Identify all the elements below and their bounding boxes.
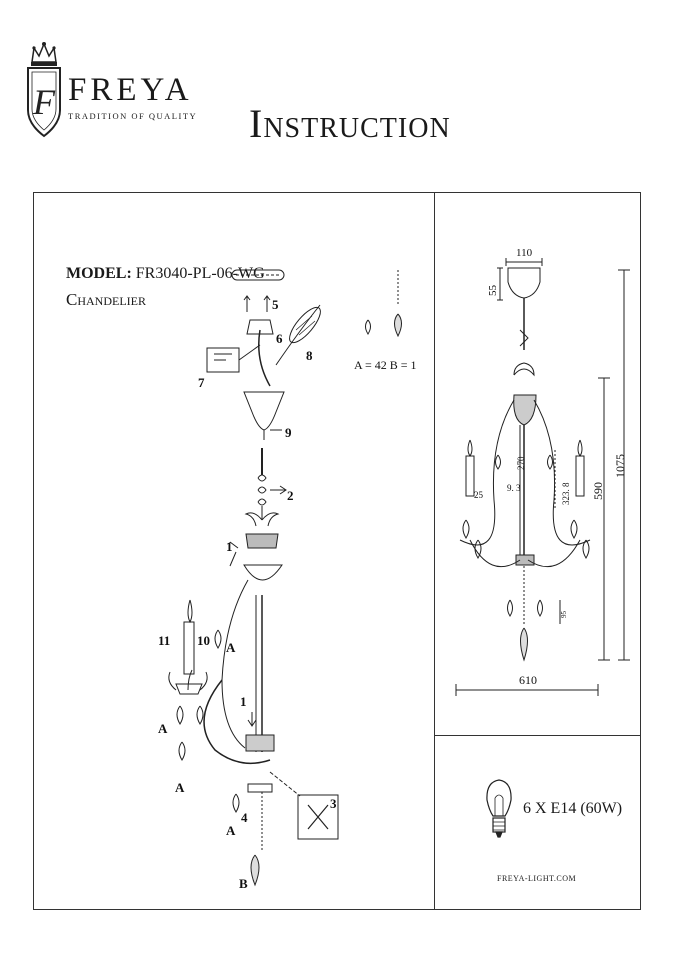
part-label-a: A: [175, 780, 185, 795]
step-number: 1: [240, 694, 247, 709]
dim-canopy-width: 110: [516, 247, 533, 259]
part-label-a: A: [158, 721, 168, 736]
step-number: 8: [306, 348, 313, 363]
step-number: 11: [158, 633, 170, 648]
step-number: 7: [198, 375, 205, 390]
dim-canopy-height: 55: [487, 285, 499, 297]
instruction-frame: [33, 192, 641, 910]
step-number: 1: [226, 539, 233, 554]
dim-arm-height: 323. 8: [561, 482, 571, 505]
dim-arm-offset: 9. 3: [507, 483, 521, 493]
mounting-screws: [243, 295, 271, 312]
dimension-drawing: 110 55 270 323. 8 9. 3 25 95 590 1075 61…: [455, 247, 630, 696]
panel-divider-horizontal: [434, 735, 641, 736]
step-number: 6: [276, 331, 283, 346]
document-title: Instruction: [249, 101, 451, 146]
bulb-spec: 6 X E14 (60W): [523, 800, 623, 817]
model-label: MODEL:: [66, 265, 132, 282]
step-number: 9: [285, 425, 292, 440]
freya-crest-logo: F: [27, 42, 61, 138]
dim-pendant-height: 95: [560, 611, 568, 619]
dim-body-height: 270: [516, 456, 526, 470]
pendant-crystals: [176, 629, 260, 887]
step-number: 3: [330, 796, 337, 811]
step-number: 2: [287, 488, 294, 503]
website-link[interactable]: FREYA-LIGHT.COM: [497, 874, 577, 883]
bulb-icon: [486, 779, 512, 838]
product-type: Chandelier: [66, 290, 146, 309]
svg-text:F: F: [32, 82, 56, 122]
step-number: 10: [197, 633, 210, 648]
dim-height-fixed: 590: [591, 482, 605, 500]
part-label-a: A: [226, 823, 236, 838]
parts-quantity: A = 42 B = 1: [354, 358, 417, 372]
brand-tagline: TRADITION OF QUALITY: [68, 111, 198, 121]
dim-candle-width: 25: [474, 490, 484, 500]
part-label-a: A: [226, 640, 236, 655]
part-label-b: B: [239, 876, 248, 891]
assembly-diagram: 1 2 3 4 5 6 7 8 9 10 11 1 1 A A A A B A …: [158, 269, 417, 891]
dim-total-width: 610: [519, 673, 537, 687]
crystal-chain-icon: [231, 269, 285, 281]
step-number: 4: [241, 810, 248, 825]
step-number: 5: [272, 297, 279, 312]
brand-name: FREYA: [68, 72, 193, 108]
panel-divider-vertical: [434, 192, 435, 910]
dim-height-total: 1075: [613, 454, 627, 478]
crystal-parts-legend: A = 42 B = 1: [354, 270, 417, 372]
